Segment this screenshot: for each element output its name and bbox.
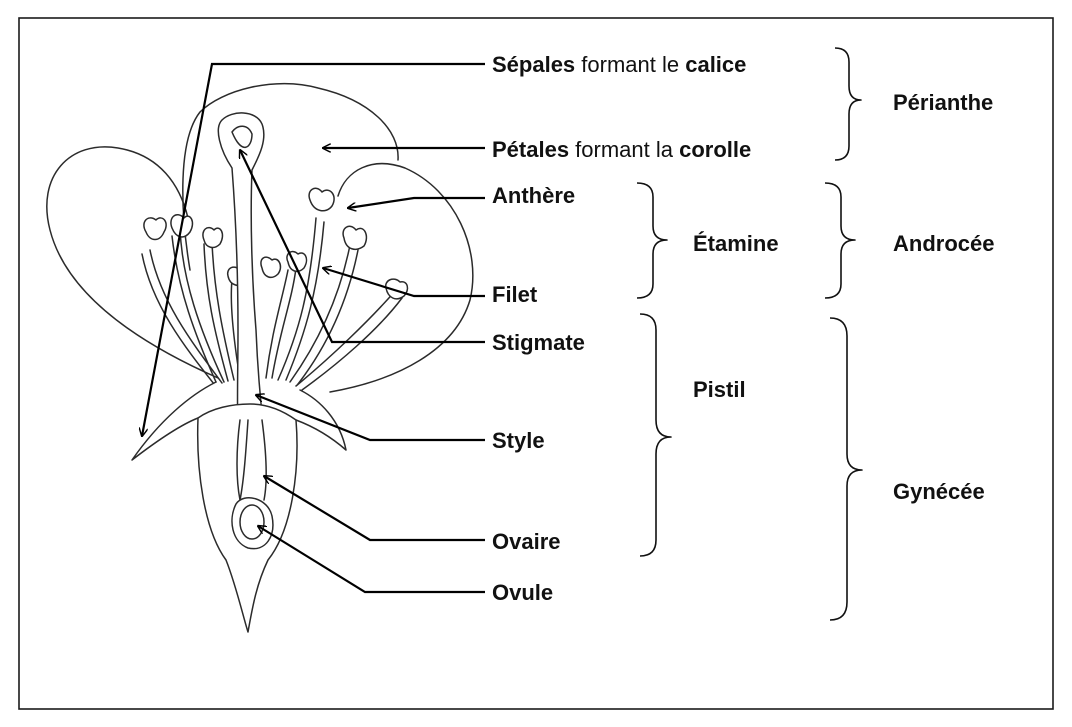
label-stigmate: Stigmate: [492, 330, 585, 355]
label-ovaire: Ovaire: [492, 529, 561, 554]
label-filet: Filet: [492, 282, 538, 307]
ovule: [240, 505, 264, 539]
label-androcee: Androcée: [893, 231, 994, 256]
label-style: Style: [492, 428, 545, 453]
label-anthere: Anthère: [492, 183, 575, 208]
label-etamine: Étamine: [693, 231, 779, 256]
label-pistil: Pistil: [693, 377, 746, 402]
diagram-frame: [19, 18, 1053, 709]
label-sepales: Sépales formant le calice: [492, 52, 746, 77]
label-perianthe: Périanthe: [893, 90, 993, 115]
label-gynecee: Gynécée: [893, 479, 985, 504]
label-ovule: Ovule: [492, 580, 553, 605]
label-petales: Pétales formant la corolle: [492, 137, 751, 162]
